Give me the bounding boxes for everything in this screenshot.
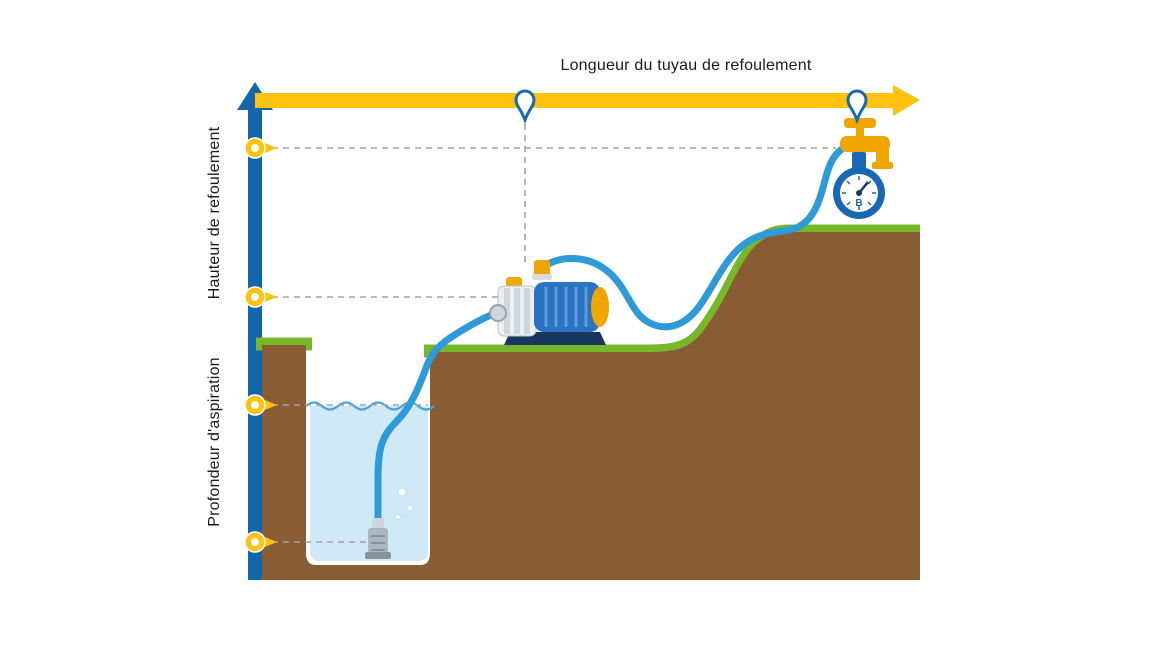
gauge-letter: B [855,198,862,209]
suction-pipe [374,309,500,528]
bubbles [395,487,414,520]
pipe-length-arrowhead-icon [893,85,920,116]
axis-marker-tap-height [244,137,277,159]
tap-body [840,136,890,152]
pipe-length-shaft [255,93,895,108]
axis-marker-center [251,538,259,546]
discharge-height-label: Hauteur de refoulement [206,126,223,300]
tap-spout-lip [872,162,893,169]
pump-outlet-fitting [534,260,550,278]
axis-marker-center [251,293,259,301]
height-axis-shaft [248,98,262,580]
strainer-body [368,528,388,554]
pump-outlet-collar [532,274,552,280]
water-body [310,406,428,561]
pipe-length-title: Longueur du tuyau de refoulement [560,57,812,74]
pump-inlet-port [489,304,507,322]
suction-depth-label: Profondeur d'aspiration [206,357,223,527]
gauge-ticks [842,176,876,210]
axis-marker-water-surface [244,394,277,416]
pipe-length-marker-tap [846,89,868,125]
pipe-length-marker-pump [514,89,536,125]
axis-marker-center [251,401,259,409]
pressure-gauge: B [833,152,885,219]
bubble [395,514,401,520]
discharge-pipe [538,145,846,331]
strainer-connector [372,518,384,528]
gauge-stem [852,152,866,170]
bubble [406,504,414,512]
axis-marker-strainer-depth [244,531,277,553]
ground-cross-section [262,232,920,580]
tap-handle-stem [856,126,864,140]
pipe-length-markers [514,89,868,125]
pump-motor-endcap [591,287,609,327]
well-water [305,401,435,561]
axis-marker-pump-height [244,286,277,308]
pump-head-band [524,288,530,334]
strainer [365,518,391,559]
tap-spout [876,148,889,166]
axis-marker-center [251,144,259,152]
tap-handle [844,118,876,128]
bubble [397,487,407,497]
pump-head-band [514,288,520,334]
pipe-length-arrow [255,85,920,116]
tap [840,118,893,169]
axis-markers [244,137,277,553]
pump-head-band [504,288,510,334]
gauge-needle-hub [856,190,862,196]
pump [489,260,609,345]
strainer-cap [365,552,391,559]
